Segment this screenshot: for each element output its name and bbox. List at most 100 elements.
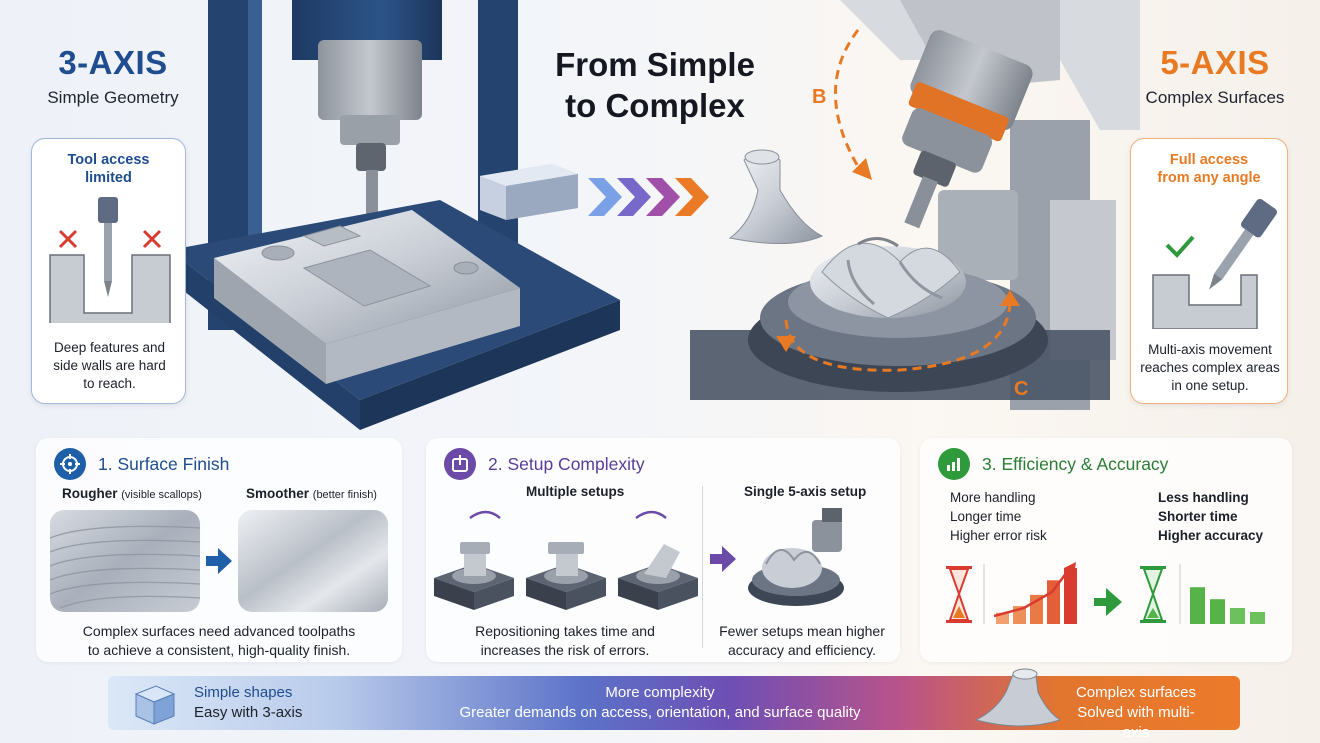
setup-complexity-title: 2. Setup Complexity [488,453,645,474]
arrow-right-icon [1094,588,1122,616]
full-body-2: reaches complex areas [1140,360,1280,375]
before-item: More handling [950,490,1036,505]
smooth-label-row: Smoother (better finish) [246,486,377,501]
limited-card-title: Tool access limited [32,151,185,187]
single-caption-2: accuracy and efficiency. [727,642,877,658]
efficiency-graphic [946,562,1265,624]
rotate-arrow-icon [469,510,501,520]
bar [1250,612,1265,624]
full-body-1: Multi-axis movement [1148,342,1272,357]
single-setup-caption: Fewer setups mean higher accuracy and ef… [704,622,900,660]
full-access-card: Full access from any angle Multi-axis mo… [1130,138,1288,404]
band-mid-sub: Greater demands on access, orientation, … [459,704,861,721]
three-axis-machine [170,0,620,430]
band-right-title: Complex surfaces [1075,684,1197,701]
surface-finish-samples [50,510,388,612]
three-axis-title-block: 3-AXIS Simple Geometry [28,44,198,108]
limited-card-body: Deep features and side walls are hard to… [32,339,187,393]
after-item: Higher accuracy [1158,528,1264,543]
smooth-label: Smoother [246,486,310,501]
full-card-title-1: Full access [1169,152,1249,168]
progress-chevrons [588,178,709,216]
band-left-text: Simple shapes Easy with 3-axis [194,683,302,723]
surface-finish-panel: 1. Surface Finish Rougher (visible scall… [36,438,402,662]
hero-section: 3-AXIS Simple Geometry From Simple to Co… [28,0,1288,430]
check-icon [1165,235,1195,258]
setup-fixture-1 [434,510,514,610]
band-mid-title: More complexity [605,684,715,701]
complex-part-icon [974,668,1062,727]
multi-caption-1: Repositioning takes time and [475,623,655,639]
title-line-1: From Simple [555,46,755,83]
cross-icon [58,229,162,249]
efficiency-title: 3. Efficiency & Accuracy [982,453,1169,474]
bar [1047,580,1060,624]
falling-bars [1190,587,1265,624]
full-access-card-body: Multi-axis movement reaches complex area… [1131,341,1289,395]
before-item: Higher error risk [950,528,1047,543]
after-item: Shorter time [1158,509,1238,524]
after-item: Less handling [1158,490,1249,505]
bar [1190,587,1205,624]
limited-body-1: Deep features and [53,340,166,355]
setup-fixture-2 [526,542,606,610]
rough-label: Rougher [62,486,118,501]
full-card-title-2: from any angle [1157,170,1261,186]
multiple-setups-caption: Repositioning takes time and increases t… [426,622,704,660]
bar [1230,608,1245,624]
rough-label-row: Rougher (visible scallops) [62,486,202,501]
after-list: Less handling Shorter time Higher accura… [1158,488,1263,545]
simple-cube-icon [134,685,176,725]
smooth-note: (better finish) [312,489,377,501]
hourglass-red-icon [946,566,972,623]
title-line-2: to Complex [565,87,745,124]
surface-caption-2: to achieve a consistent, high-quality fi… [87,642,351,658]
five-axis-subheading: Complex Surfaces [1145,88,1285,107]
surface-finish-title: 1. Surface Finish [98,453,230,474]
band-left-sub: Easy with 3-axis [194,704,303,721]
rotate-arrow-icon [635,510,667,520]
trend-up-arrow [993,567,1071,618]
bar-chart-icon [938,448,970,480]
b-axis-label: B [812,86,827,108]
band-mid-text: More complexity Greater demands on acces… [420,683,900,723]
efficiency-accuracy-panel: 3. Efficiency & Accuracy More handling L… [920,438,1292,662]
bar [1210,599,1225,624]
c-axis-arrow [776,290,1020,372]
band-left-title: Simple shapes [194,684,293,701]
tool-access-limited-card: Tool access limited Deep features and si… [31,138,186,404]
setup-fixture-3 [618,510,698,610]
fixture-icon [444,448,476,480]
before-item: Longer time [950,509,1022,524]
band-right-text: Complex surfaces Solved with multi-axis [1066,683,1206,743]
bar [1064,568,1077,624]
rising-bars [993,562,1077,624]
single-setup-label: Single 5-axis setup [744,484,867,499]
multiple-setups-label: Multiple setups [526,484,625,499]
five-axis-machine [690,0,1140,410]
transition-graphic [480,149,824,244]
smooth-surface-sample [238,510,388,612]
trend-arrow-head [1064,562,1076,576]
band-right-sub: Solved with multi-axis [1077,704,1195,741]
rough-surface-sample [50,510,200,612]
crosshair-icon [54,448,86,480]
limited-card-title-1: Tool access [67,152,150,168]
limited-card-title-2: limited [85,170,132,186]
rough-note: (visible scallops) [121,489,202,501]
limited-body-2: side walls are hard [53,358,166,373]
arrow-right-icon [710,546,736,572]
full-access-card-title: Full access from any angle [1131,151,1287,187]
surface-caption-1: Complex surfaces need advanced toolpaths [82,623,356,639]
surface-finish-caption: Complex surfaces need advanced toolpaths… [36,622,402,660]
b-axis-arrow [834,29,872,180]
setup-complexity-panel: 2. Setup Complexity Multiple setups Sing… [426,438,900,662]
hourglass-green-icon [1140,566,1166,623]
page-title: From Simple to Complex [505,44,805,126]
three-axis-heading: 3-AXIS [58,44,168,81]
before-list: More handling Longer time Higher error r… [950,488,1047,545]
single-setup-machine [748,508,844,606]
arrow-right-icon [206,548,232,574]
single-caption-1: Fewer setups mean higher [719,623,885,639]
setup-illustrations [434,508,844,610]
